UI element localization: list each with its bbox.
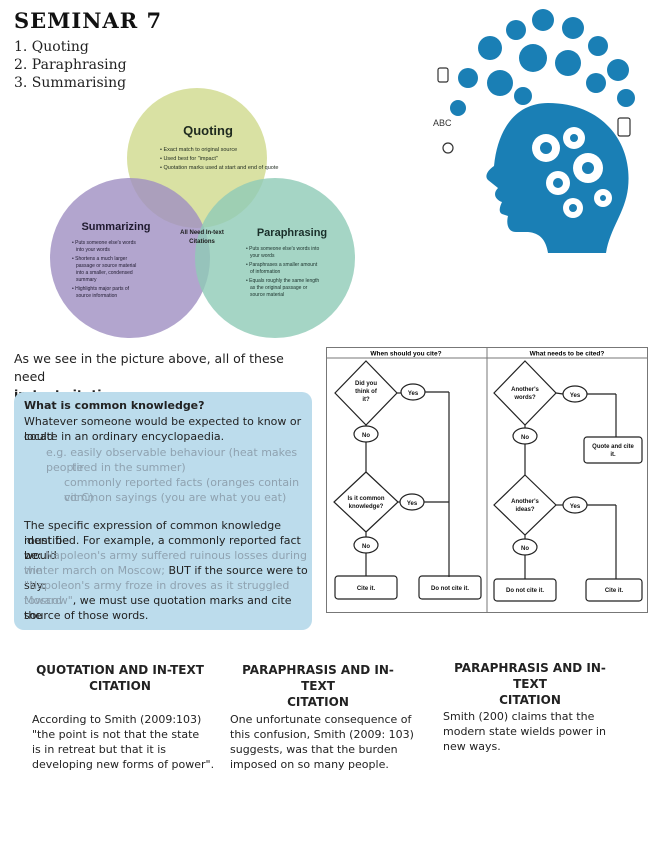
- ck-para2-line7: source of those words.: [24, 609, 149, 622]
- flow-d1: think of: [355, 389, 378, 395]
- flow-d4: Another's: [511, 499, 539, 505]
- flow-d3: Another's: [511, 387, 539, 393]
- abc-label: ABC: [433, 118, 452, 128]
- summarizing-bullet: • Shortens a much larger: [72, 256, 127, 262]
- summarizing-title: Summarizing: [81, 221, 150, 233]
- flow-do-not-cite: Do not cite it.: [431, 586, 469, 592]
- summarizing-bullet: into a smaller, condensed: [76, 270, 133, 276]
- column-body-quotation: According to Smith (2009:103) "the point…: [32, 713, 215, 771]
- flow-right-header: What needs to be cited?: [530, 351, 605, 358]
- common-knowledge-box: What is common knowledge? Whatever someo…: [14, 392, 312, 630]
- ck-para2: The specific expression of common knowle…: [24, 519, 281, 547]
- ck-para2: identified. For example, a commonly repo…: [24, 534, 301, 562]
- ck-example: e.g. easily observable behaviour (heat m…: [46, 446, 298, 474]
- flow-yes: Yes: [408, 391, 419, 397]
- flow-quote-and-cite: it.: [610, 452, 616, 458]
- flow-d1: Did you: [355, 381, 377, 387]
- quoting-bullet: • Exact match to original source: [160, 147, 237, 153]
- flow-yes: Yes: [570, 393, 581, 399]
- ck-example: tired in the summer): [72, 461, 186, 474]
- flow-d1: it?: [362, 397, 370, 403]
- paraphrasing-bullet: • Equals roughly the same length: [246, 278, 319, 284]
- flow-yes: Yes: [570, 504, 581, 510]
- flow-no: No: [362, 433, 370, 439]
- ck-para2-line5: "Napoleon's army froze in droves as it s…: [24, 579, 290, 607]
- flow-d3: words?: [513, 395, 536, 401]
- summarizing-bullet: • Puts someone else's words: [72, 240, 136, 246]
- paraphrasing-circle: [195, 178, 355, 338]
- summarizing-bullet: into your words: [76, 247, 110, 253]
- summarizing-bullet: summary: [76, 277, 97, 283]
- quoting-bullet: • Quotation marks used at start and end …: [160, 165, 278, 171]
- citation-flowchart: When should you cite? What needs to be c…: [326, 347, 648, 613]
- ck-example: common sayings (you are what you eat): [64, 491, 287, 504]
- head-gears-icon: ABC: [433, 9, 635, 253]
- ck-para2-line4: winter march on Moscow; BUT if the sourc…: [24, 564, 308, 592]
- flow-no: No: [521, 435, 529, 441]
- paraphrasing-bullet: • Paraphrases a smaller amount: [246, 262, 318, 268]
- column-body-paraphrasis-2: Smith (200) claims that the modern state…: [443, 710, 606, 753]
- topic-item: 1. Quoting: [14, 39, 89, 55]
- flow-quote-and-cite: Quote and cite: [592, 444, 634, 450]
- paraphrasing-bullet: of information: [250, 269, 281, 275]
- venn-center-label: All Need In-text: [180, 230, 224, 236]
- ck-para2-line6: Moscow", we must use quotation marks and…: [24, 594, 292, 622]
- common-knowledge-heading: What is common knowledge?: [24, 399, 205, 412]
- topic-item: 3. Summarising: [14, 75, 127, 91]
- topic-item: 2. Paraphrasing: [14, 57, 127, 73]
- quoting-bullet: • Used best for "impact": [160, 156, 218, 162]
- paraphrasing-bullet: source material: [250, 292, 284, 298]
- page-title: SEMINAR 7: [14, 8, 163, 33]
- summarizing-bullet: • Highlights major parts of: [72, 286, 130, 292]
- ck-para2-line3: be: Napoleon's army suffered ruinous los…: [24, 549, 307, 577]
- flow-d2: knowledge?: [349, 504, 384, 510]
- summarizing-bullet: passage or source material: [76, 263, 136, 269]
- flow-cite-it: Cite it.: [357, 586, 376, 592]
- flow-do-not-cite: Do not cite it.: [506, 588, 544, 594]
- paraphrasing-bullet: as the original passage or: [250, 285, 308, 291]
- venn-diagram: Quoting • Exact match to original source…: [50, 88, 355, 338]
- flow-d4: ideas?: [515, 507, 534, 513]
- flow-yes: Yes: [407, 501, 418, 507]
- flow-left-header: When should you cite?: [370, 351, 441, 358]
- flow-no: No: [521, 546, 529, 552]
- flow-cite-it: Cite it.: [605, 588, 624, 594]
- summarizing-circle: [50, 178, 210, 338]
- flow-d2: Is it common: [347, 496, 384, 502]
- ck-line: Whatever someone would be expected to kn…: [24, 415, 302, 443]
- flow-no: No: [362, 544, 370, 550]
- paraphrasing-bullet: • Puts someone else's words into: [246, 246, 320, 252]
- topic-list: 1. Quoting 2. Paraphrasing 3. Summarisin…: [14, 38, 127, 92]
- quoting-title: Quoting: [183, 123, 233, 138]
- ck-line: locate in an ordinary encyclopaedia.: [24, 430, 225, 443]
- paraphrasing-bullet: your words: [250, 253, 275, 259]
- column-body-paraphrasis-1: One unfortunate consequence of this conf…: [230, 713, 414, 771]
- summarizing-bullet: source information: [76, 293, 117, 299]
- ck-example: commonly reported facts (oranges contain…: [64, 476, 300, 504]
- paraphrasing-title: Paraphrasing: [257, 227, 327, 239]
- venn-center-label: Citations: [189, 239, 215, 245]
